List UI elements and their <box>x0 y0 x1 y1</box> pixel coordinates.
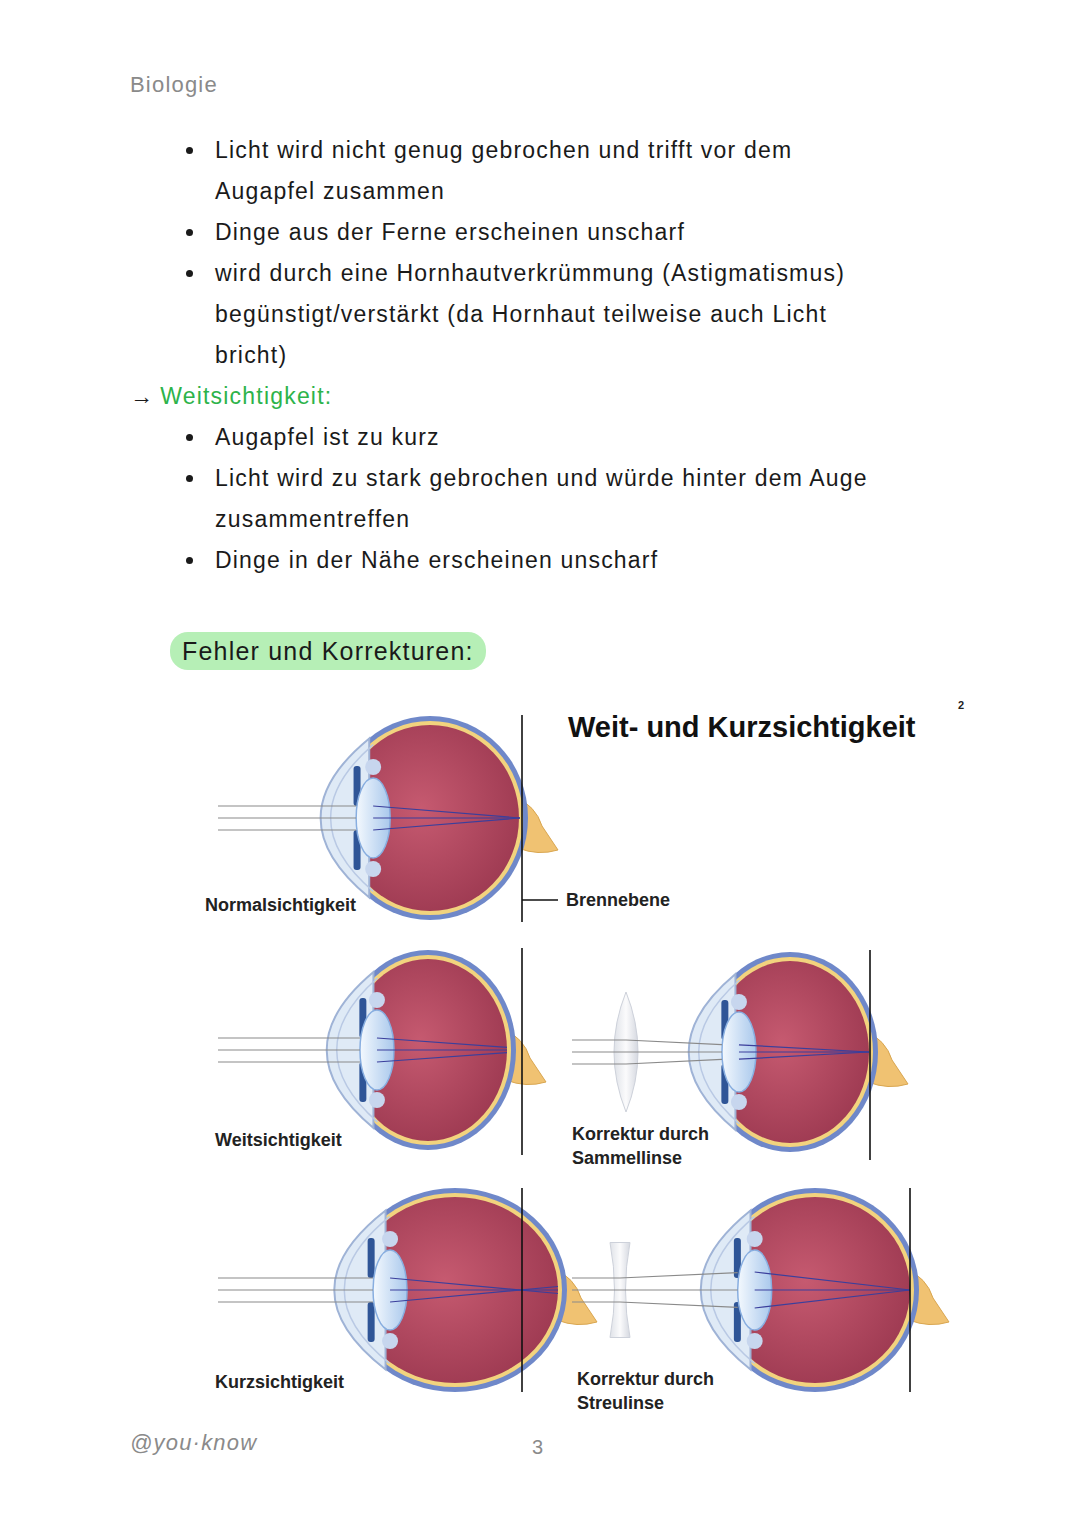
focal-plane <box>521 948 523 1155</box>
focal-plane <box>909 1188 911 1392</box>
figure-label: Korrektur durch Streulinse <box>577 1367 737 1415</box>
bullet-dot <box>186 475 193 482</box>
light-ray <box>218 805 356 806</box>
page-number: 3 <box>532 1434 544 1460</box>
refracted-ray <box>755 1290 910 1308</box>
arrow-symbol: → <box>130 383 154 409</box>
bullet-dot <box>186 147 193 154</box>
refracted-ray <box>377 1038 507 1047</box>
subject-header: Biologie <box>130 71 218 99</box>
refracted-ray <box>755 1272 910 1290</box>
ciliary-body <box>747 1333 763 1349</box>
refracted-ray <box>390 1286 558 1302</box>
bullet-item: Augapfel ist zu kurz <box>215 417 935 458</box>
light-ray <box>218 1277 373 1278</box>
note-text: Dinge in der Nähe erscheinen unscharf <box>215 547 658 573</box>
ciliary-body <box>731 994 747 1010</box>
note-text: Dinge aus der Ferne erscheinen unscharf <box>215 219 685 245</box>
note-text: wird durch eine Hornhautverkrümmung (Ast… <box>215 260 845 368</box>
bullet-item: wird durch eine Hornhautverkrümmung (Ast… <box>215 253 905 376</box>
light-ray <box>218 1049 360 1050</box>
focal-plane <box>521 715 523 922</box>
note-text: Augapfel ist zu kurz <box>215 424 440 450</box>
light-ray <box>572 1273 738 1278</box>
light-ray <box>572 1289 738 1290</box>
ciliary-body <box>731 1094 747 1110</box>
light-ray <box>218 1289 373 1290</box>
diagram-title: Weit- und Kurzsichtigkeit <box>568 711 915 744</box>
ciliary-body <box>382 1231 398 1247</box>
note-text: Licht wird nicht genug gebrochen und tri… <box>215 137 792 204</box>
figure-label: Kurzsichtigkeit <box>215 1370 344 1394</box>
notes: Licht wird nicht genug gebrochen und tri… <box>130 130 1030 581</box>
focal-plane <box>521 1188 523 1392</box>
section-title: Fehler und Korrekturen: <box>182 634 474 668</box>
figure-label: Korrektur durch Sammellinse <box>572 1122 732 1170</box>
section-heading: →Weitsichtigkeit: <box>130 376 850 417</box>
figure-number: 2 <box>958 697 964 714</box>
refracted-ray <box>739 1051 869 1052</box>
figure-label: Normalsichtigkeit <box>203 893 358 917</box>
ciliary-body <box>747 1231 763 1247</box>
refracted-ray <box>373 818 520 830</box>
figure-label: Weitsichtigkeit <box>215 1128 342 1152</box>
light-ray <box>572 1040 722 1045</box>
refracted-ray <box>739 1052 869 1059</box>
light-ray <box>572 1051 722 1052</box>
bullet-dot <box>186 229 193 236</box>
bullet-item: Licht wird nicht genug gebrochen und tri… <box>215 130 875 212</box>
watermark: @you·know <box>130 1429 257 1457</box>
ciliary-body <box>365 759 381 775</box>
light-ray <box>572 1302 738 1307</box>
figure-label: Brennebene <box>566 888 670 912</box>
refracted-ray <box>377 1053 507 1062</box>
refracted-ray <box>373 806 520 818</box>
ciliary-body <box>369 1092 385 1108</box>
light-ray <box>218 829 356 830</box>
eye <box>701 1188 949 1392</box>
bullet-item: Dinge aus der Ferne erscheinen unscharf <box>215 212 935 253</box>
light-ray <box>218 1061 360 1062</box>
ciliary-body <box>369 992 385 1008</box>
light-ray <box>218 817 356 818</box>
iris <box>368 1302 375 1342</box>
ciliary-body <box>382 1333 398 1349</box>
refracted-ray <box>373 817 520 818</box>
bullet-item: Licht wird zu stark gebrochen und würde … <box>215 458 935 540</box>
bullet-dot <box>186 270 193 277</box>
refracted-ray <box>377 1049 507 1050</box>
bullet-dot <box>186 434 193 441</box>
refracted-ray <box>739 1045 869 1052</box>
refracted-ray <box>755 1289 910 1290</box>
highlight-pill: Fehler und Korrekturen: <box>170 632 486 670</box>
heading-text: Weitsichtigkeit: <box>160 383 332 409</box>
note-text: Licht wird zu stark gebrochen und würde … <box>215 465 868 532</box>
iris <box>368 1238 375 1278</box>
ciliary-body <box>365 861 381 877</box>
bullet-item: Dinge in der Nähe erscheinen unscharf <box>215 540 935 581</box>
focal-plane <box>869 950 871 1160</box>
light-ray <box>572 1059 722 1064</box>
light-ray <box>218 1037 360 1038</box>
eye <box>334 1188 597 1392</box>
bullet-dot <box>186 557 193 564</box>
refracted-ray <box>390 1289 558 1290</box>
refracted-ray <box>390 1278 558 1294</box>
light-ray <box>218 1301 373 1302</box>
leader-line <box>522 899 558 900</box>
